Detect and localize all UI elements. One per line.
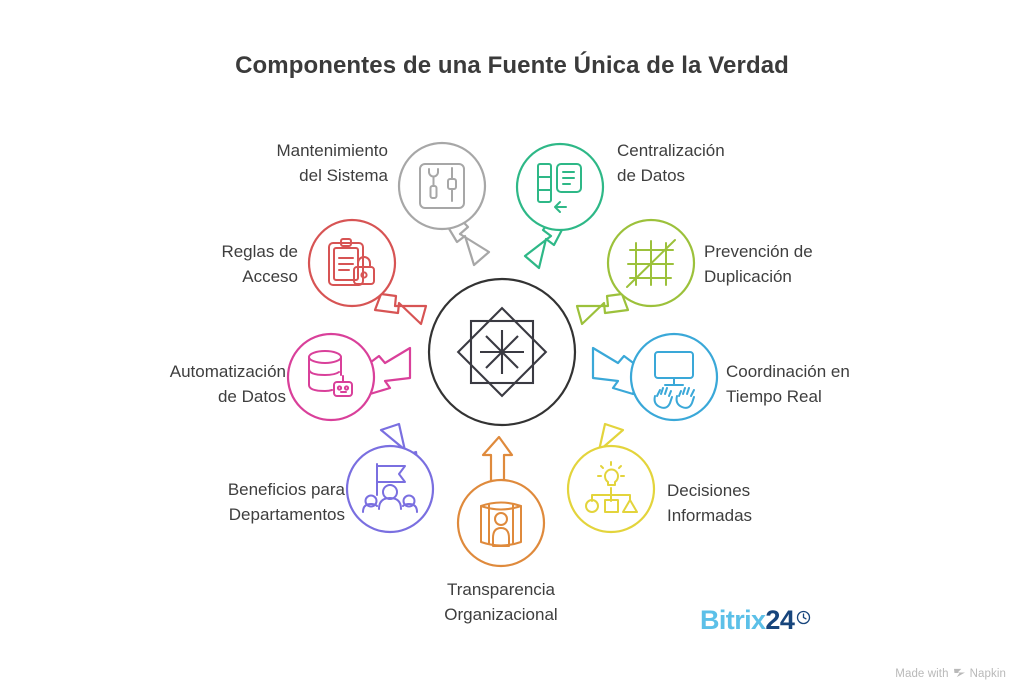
person-in-cylinder-icon	[480, 501, 522, 547]
node-label-prevencion: Prevención de Duplicación	[704, 242, 813, 286]
node-beneficios[interactable]	[345, 422, 435, 534]
node-label-beneficios: Beneficios para Departamentos	[227, 480, 345, 524]
watermark-name: Napkin	[969, 667, 1006, 680]
node-label-automatizacion: Automatización de Datos	[169, 362, 286, 406]
circle-automatizacion	[286, 332, 376, 422]
database-robot-icon	[308, 350, 353, 397]
circle-mantenimiento	[397, 141, 487, 231]
node-centralizacion[interactable]	[515, 142, 605, 270]
clock-icon	[796, 601, 811, 632]
node-label-transparencia: Transparencia Organizacional	[444, 580, 558, 624]
circle-transparencia	[456, 478, 546, 568]
grid-slash-icon	[626, 239, 676, 288]
node-label-centralizacion: Centralización de Datos	[617, 141, 725, 185]
node-prevencion[interactable]	[575, 218, 696, 326]
napkin-watermark: Made with Napkin	[895, 667, 1006, 680]
node-label-coordinacion: Coordinación en Tiempo Real	[726, 362, 850, 406]
node-coordinacion[interactable]	[591, 332, 719, 422]
bitrix-wordmark-dark: 24	[765, 605, 795, 635]
clipboard-lock-icon	[328, 238, 375, 286]
napkin-logo-icon	[953, 667, 966, 680]
document-columns-return-icon	[537, 163, 582, 213]
arrow-reglas	[373, 292, 428, 326]
node-decisiones[interactable]	[566, 422, 656, 534]
node-label-decisiones: Decisiones Informadas	[667, 481, 753, 525]
circle-beneficios	[345, 444, 435, 534]
arrow-coordinacion	[591, 346, 642, 396]
tools-wrench-screwdriver-icon	[419, 163, 465, 209]
node-reglas[interactable]	[307, 218, 428, 326]
arrow-prevencion	[575, 292, 630, 326]
node-label-reglas: Reglas de Acceso	[221, 242, 298, 286]
node-mantenimiento[interactable]	[397, 141, 491, 267]
watermark-prefix: Made with	[895, 667, 949, 680]
node-label-mantenimiento: Mantenimiento del Sistema	[276, 141, 388, 185]
lightbulb-decision-tree-icon	[585, 461, 638, 513]
bitrix-wordmark-light: Bitrix	[700, 605, 766, 635]
page-title: Componentes de una Fuente Única de la Ve…	[235, 52, 789, 79]
monitor-hands-icon	[653, 351, 695, 409]
center-hub	[427, 277, 577, 427]
octagram-star-icon	[456, 306, 548, 398]
node-automatizacion[interactable]	[286, 332, 412, 422]
flag-people-icon	[362, 463, 418, 513]
node-transparencia[interactable]	[456, 435, 546, 568]
circle-centralizacion	[515, 142, 605, 232]
